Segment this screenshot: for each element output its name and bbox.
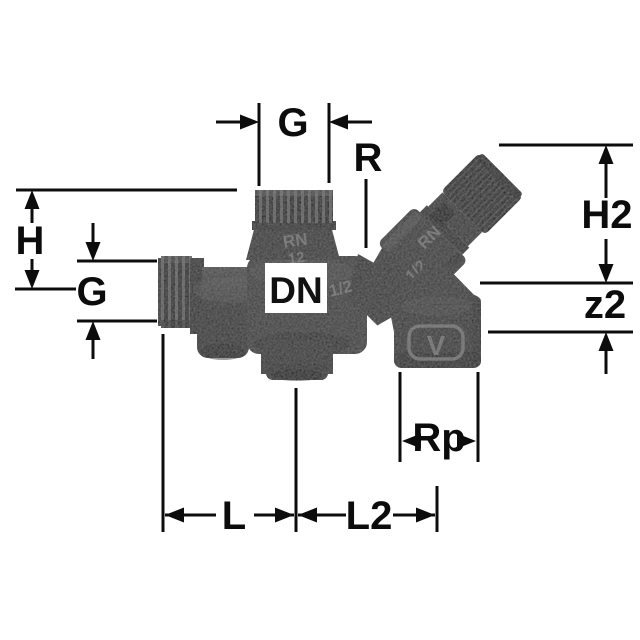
riser-cast-mark-upper: RN (282, 229, 309, 251)
arrow-right-icon (457, 433, 476, 449)
arrow-left-icon (402, 433, 421, 449)
dim-h: H (15, 188, 237, 291)
socket-highlight (401, 296, 473, 316)
dim-rp: Rp (398, 372, 480, 462)
socket-edge-shade (472, 297, 481, 366)
dim-label-h2: H2 (581, 193, 632, 237)
relief-knurled-cap (443, 154, 521, 233)
arrow-up-icon (598, 145, 614, 164)
dn-label: DN (269, 270, 322, 311)
dim-g-left: G (76, 223, 157, 359)
dim-g-top: G (216, 101, 372, 186)
top-thread-highlight (255, 190, 333, 196)
dim-label-r: R (354, 136, 383, 180)
arrow-up-icon (85, 321, 101, 340)
arrow-up-icon (24, 190, 40, 209)
dim-label-g-left: G (76, 270, 107, 314)
arrow-left-icon (329, 114, 348, 130)
drain-boss (197, 306, 249, 358)
v-emblem-icon: V (407, 324, 465, 361)
relief-test-slot (428, 201, 456, 228)
dim-h2-z2: H2 z2 (480, 143, 633, 374)
relief-cap-end (477, 154, 522, 199)
arrow-down-icon (24, 270, 40, 289)
dim-label-z2: z2 (584, 283, 626, 327)
socket-emblem-letter: V (427, 330, 446, 361)
dim-r: R (354, 136, 383, 248)
valve-assembly: RN 1/2 V RN 12 1/2 (158, 154, 522, 381)
dim-label-h: H (16, 219, 45, 263)
left-thread-highlight (161, 256, 192, 263)
arrow-right-icon (416, 507, 435, 523)
dim-l-l2: L L2 (161, 334, 439, 538)
dim-label-g-top: G (277, 101, 308, 145)
top-thread-base-ring (252, 221, 336, 230)
drain-boss-shadow (200, 344, 246, 360)
arrow-up-icon (598, 332, 614, 351)
left-male-thread (161, 256, 192, 328)
arrow-right-icon (240, 114, 259, 130)
dim-label-l: L (222, 494, 246, 538)
dim-label-l2: L2 (346, 494, 393, 538)
arrow-down-icon (598, 264, 614, 283)
arrow-right-icon (275, 507, 294, 523)
relief-band-highlight (381, 210, 423, 252)
bottom-boss-shadow (271, 369, 323, 381)
left-thread-end-face (158, 258, 163, 326)
riser (246, 222, 340, 260)
dim-label-rp: Rp (412, 416, 465, 460)
dn-box (265, 263, 327, 313)
dn-label-box: DN (265, 263, 327, 313)
left-thread-shadow (161, 320, 192, 328)
arrow-down-icon (85, 242, 101, 261)
